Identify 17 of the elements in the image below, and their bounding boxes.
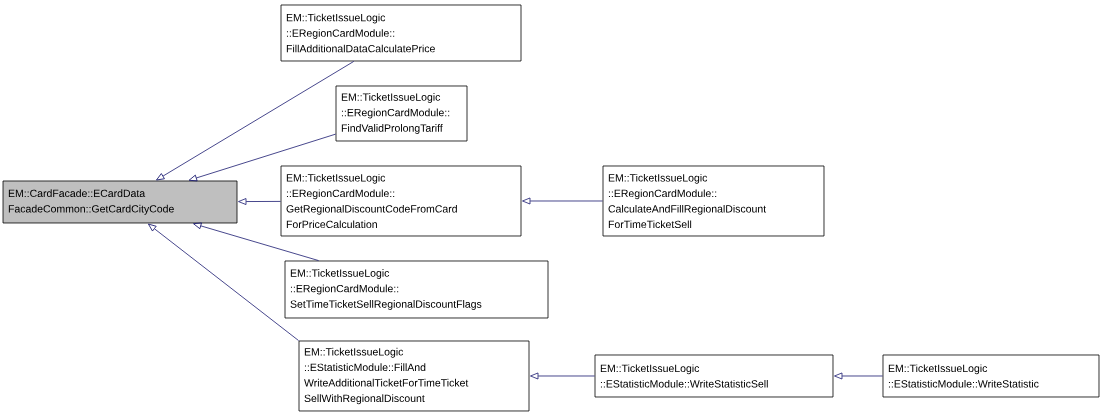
arrow — [834, 372, 883, 380]
arrow — [530, 372, 595, 380]
function-box: EM::TicketIssueLogic ::ERegionCardModule:: CalculateAndFillRegionalDiscount ForTimeTicketSell — [602, 165, 825, 237]
arrow — [522, 197, 603, 205]
function-box: EM::TicketIssueLogic ::EStatisticModule::WriteStatistic — [882, 354, 1100, 398]
arrow — [188, 133, 336, 182]
function-box: EM::CardFacade::ECardData FacadeCommon::GetCardCityCode — [2, 180, 238, 224]
function-box: EM::TicketIssueLogic ::ERegionCardModule:: FindValidProlongTariff — [335, 85, 468, 142]
arrow — [238, 198, 281, 205]
arrow — [193, 222, 319, 261]
function-box: EM::TicketIssueLogic ::ERegionCardModule:: FillAdditionalDataCalculatePrice — [280, 4, 522, 62]
function-box: EM::TicketIssueLogic ::EStatisticModule::WriteStatisticSell — [594, 354, 834, 398]
function-box: EM::TicketIssueLogic ::ERegionCardModule:: GetRegionalDiscountCodeFromCard ForPriceCalculation — [280, 165, 522, 237]
arrow — [148, 223, 299, 341]
function-box: EM::TicketIssueLogic ::ERegionCardModule:: SetTimeTicketSellRegionalDiscountFlags — [284, 260, 549, 319]
arrow — [156, 61, 355, 181]
function-box: EM::TicketIssueLogic ::EStatisticModule::FillAnd WriteAdditionalTicketForTimeTicket SellWithRegionalDiscount — [298, 340, 530, 412]
